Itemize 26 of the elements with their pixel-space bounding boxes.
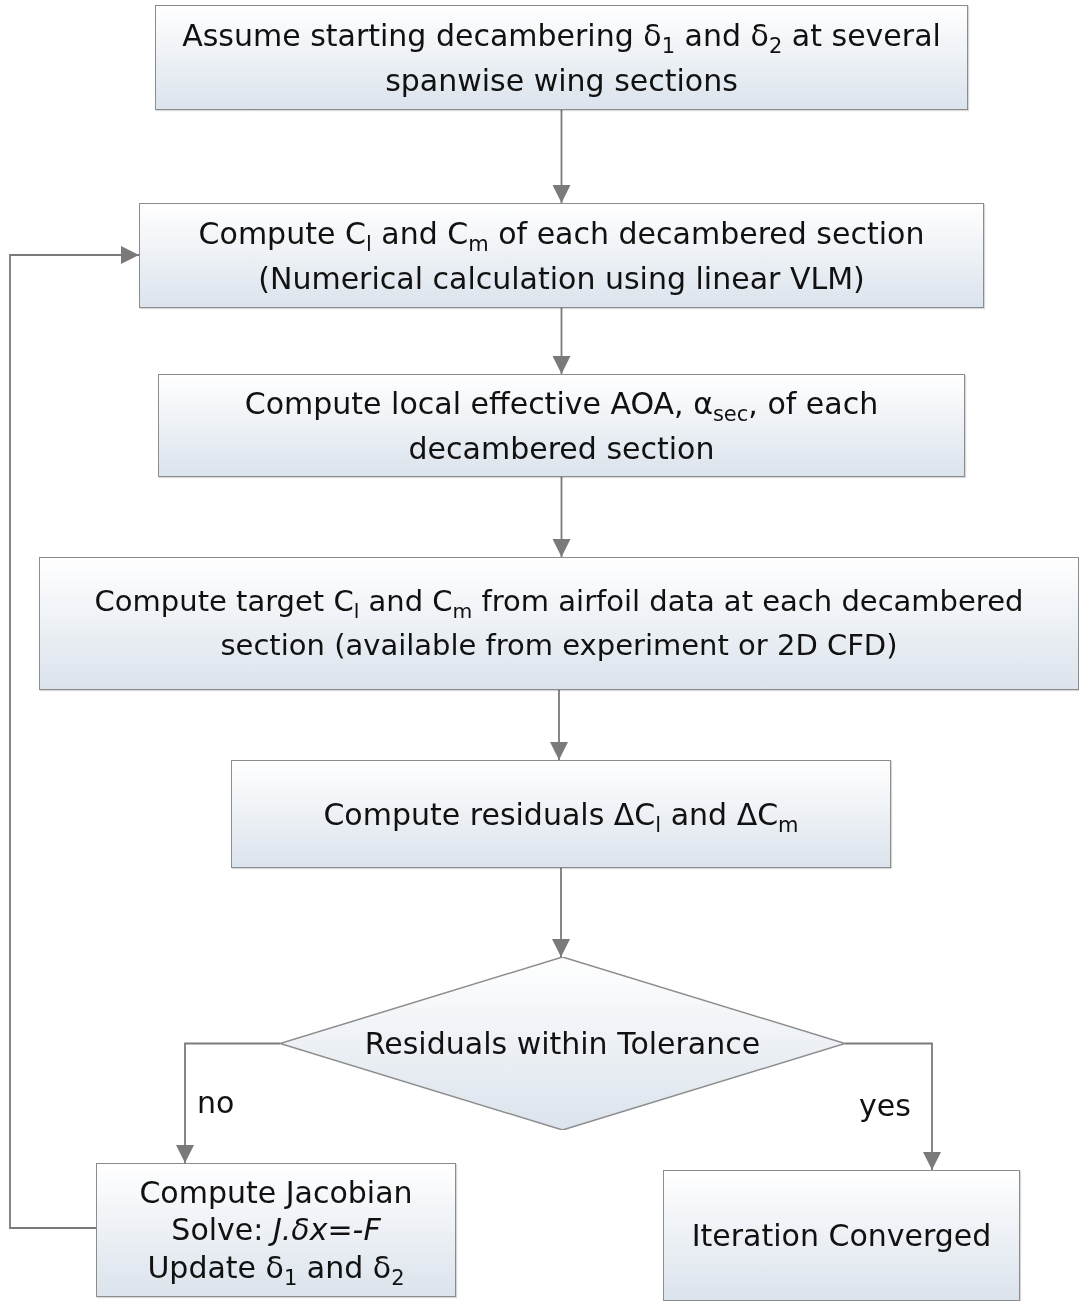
node-text: Update δ$_{1}$ and δ$_{2}$: [146, 1248, 406, 1287]
process-box: [139, 203, 984, 308]
node-text: Compute local effective AOA, α$_{sec}$, of each decambered section: [243, 384, 880, 468]
node-text: Compute target C$_{l}$ and C$_{m}$ from airfoil data at each decambered section (available from experiment or 2D CFD): [93, 583, 1025, 664]
arrow: [552, 476, 571, 558]
arrow: [176, 1042, 281, 1164]
arrow: [9, 246, 140, 1229]
arrow: [552, 307, 571, 375]
node-text: Residuals within Tolerance: [363, 1025, 762, 1063]
arrow: [550, 689, 568, 761]
decision-diamond: [280, 957, 845, 1130]
node-text: Compute C$_{l}$ and C$_{m}$ of each decambered section (Numerical calculation using linear VLM): [197, 214, 926, 298]
process-box: [39, 557, 1079, 690]
node-text: Compute residuals ΔC$_{l}$ and ΔC$_{m}$: [322, 795, 800, 837]
arrow: [552, 109, 571, 204]
process-box: [155, 5, 968, 110]
process-box: [158, 374, 965, 477]
process-box: [96, 1163, 456, 1297]
node-text: Iteration Converged: [690, 1217, 993, 1255]
process-box: [663, 1170, 1020, 1301]
node-text: Assume starting decambering δ$_{1}$ and δ$_{2}$ at several spanwise wing sections: [181, 16, 942, 100]
node-text: Solve: J.δx=-F: [170, 1211, 382, 1249]
arrow: [844, 1042, 941, 1171]
arrow: [552, 867, 570, 958]
node-text: Compute Jacobian: [138, 1173, 414, 1212]
process-box: [231, 760, 891, 868]
